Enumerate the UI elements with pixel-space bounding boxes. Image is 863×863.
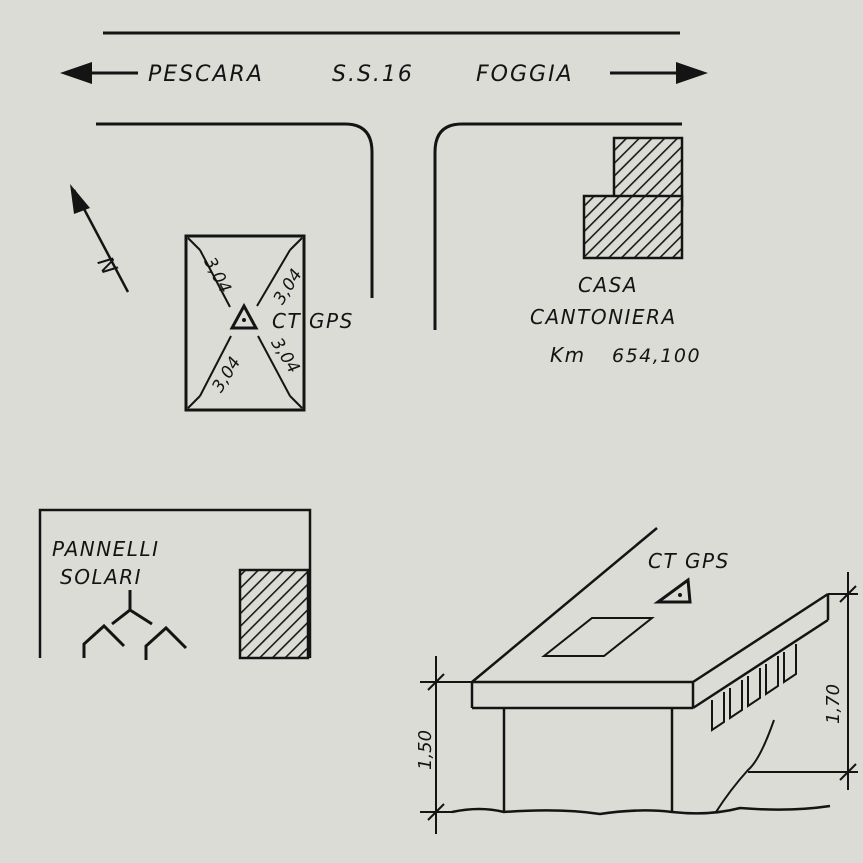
- canopy-slab: [470, 527, 830, 710]
- building-km-prefix: Km: [550, 343, 586, 367]
- side-road-right-edge: [433, 122, 682, 330]
- elevation-view: [420, 527, 858, 834]
- arrow-right-icon: [610, 62, 708, 84]
- distance-label-nw: 3,04: [199, 254, 234, 297]
- canopy-supports: [502, 708, 674, 812]
- road-header: PESCARA S.S.16 FOGGIA: [60, 31, 708, 87]
- road-left-city: PESCARA: [148, 62, 264, 87]
- dimension-right: [748, 572, 858, 790]
- site-plan: 3,04 3,04 3,04 3,04 CT GPS: [184, 234, 354, 412]
- north-symbol: N: [92, 253, 122, 279]
- elevation-gps-marker-icon: [653, 577, 692, 604]
- site-plot-outline: [184, 234, 306, 412]
- road-right-city: FOGGIA: [476, 62, 574, 87]
- gps-station-marker-icon: [229, 302, 259, 330]
- height-label-right: 1,70: [823, 684, 844, 724]
- distance-label-ne: 3,04: [270, 266, 307, 309]
- casa-cantoniera: CASA CANTONIERA Km 654,100: [530, 136, 701, 367]
- building-wall-edge: [715, 719, 775, 813]
- north-arrow-icon: N: [70, 184, 130, 293]
- solar-panels-label-line1: PANNELLI: [52, 537, 160, 561]
- solar-panel-sketch: [541, 617, 655, 657]
- casa-cantoniera-building: [582, 136, 684, 260]
- roof-outline: [38, 508, 312, 658]
- building-name-line2: CANTONIERA: [530, 305, 677, 329]
- roof-hatched-block: [238, 568, 310, 660]
- height-label-left: 1,50: [415, 730, 436, 770]
- solar-panels-label-line2: SOLARI: [60, 565, 142, 589]
- side-road: [96, 122, 682, 330]
- distance-label-se: 3,04: [266, 334, 303, 377]
- side-road-left-edge: [96, 122, 374, 298]
- elevation-station-label: CT GPS: [648, 549, 730, 573]
- canopy-battens: [711, 644, 797, 732]
- building-name-line1: CASA: [578, 273, 638, 297]
- site-station-label: CT GPS: [272, 309, 354, 333]
- ground-line: [451, 804, 831, 816]
- solar-panels-icon: [82, 590, 188, 660]
- dimension-left: [420, 656, 472, 834]
- arrow-left-icon: [60, 62, 138, 84]
- distance-label-sw: 3,04: [208, 353, 245, 396]
- roof-plan: PANNELLI SOLARI: [38, 508, 312, 660]
- building-km-value: 654,100: [612, 345, 701, 367]
- road-route-number: S.S.16: [332, 62, 414, 87]
